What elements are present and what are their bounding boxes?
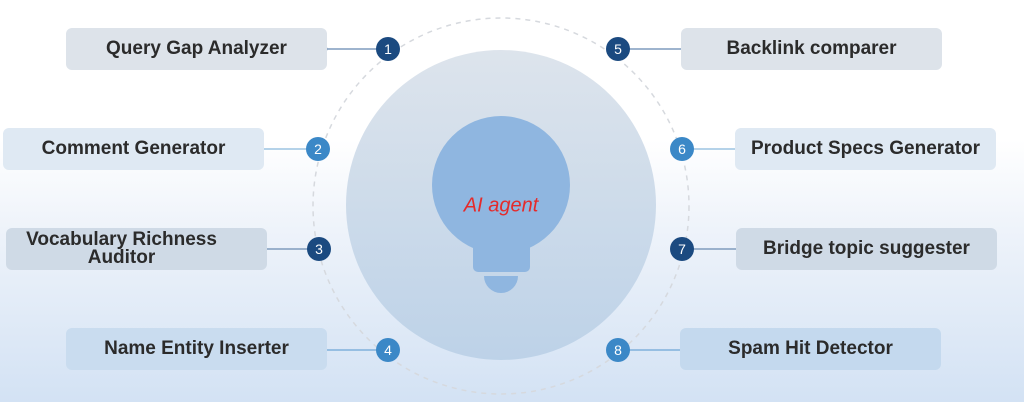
item-box-6: Product Specs Generator [735,128,996,170]
item-box-7: Bridge topic suggester [736,228,997,270]
number-badge-7: 7 [670,237,694,261]
number-badge-8: 8 [606,338,630,362]
number-badge-4: 4 [376,338,400,362]
lightbulb-icon [432,116,570,293]
number-badge-2: 2 [306,137,330,161]
item-box-2: Comment Generator [3,128,264,170]
center-label: AI agent [463,194,539,217]
number-badge-5: 5 [606,37,630,61]
item-box-1: Query Gap Analyzer [66,28,327,70]
item-box-4: Name Entity Inserter [66,328,327,370]
number-badge-3: 3 [307,237,331,261]
item-box-3: Vocabulary Richness Auditor [6,228,267,270]
item-box-5: Backlink comparer [681,28,942,70]
number-badge-1: 1 [376,37,400,61]
number-badge-6: 6 [670,137,694,161]
item-box-8: Spam Hit Detector [680,328,941,370]
dashed-orbit [312,17,690,395]
